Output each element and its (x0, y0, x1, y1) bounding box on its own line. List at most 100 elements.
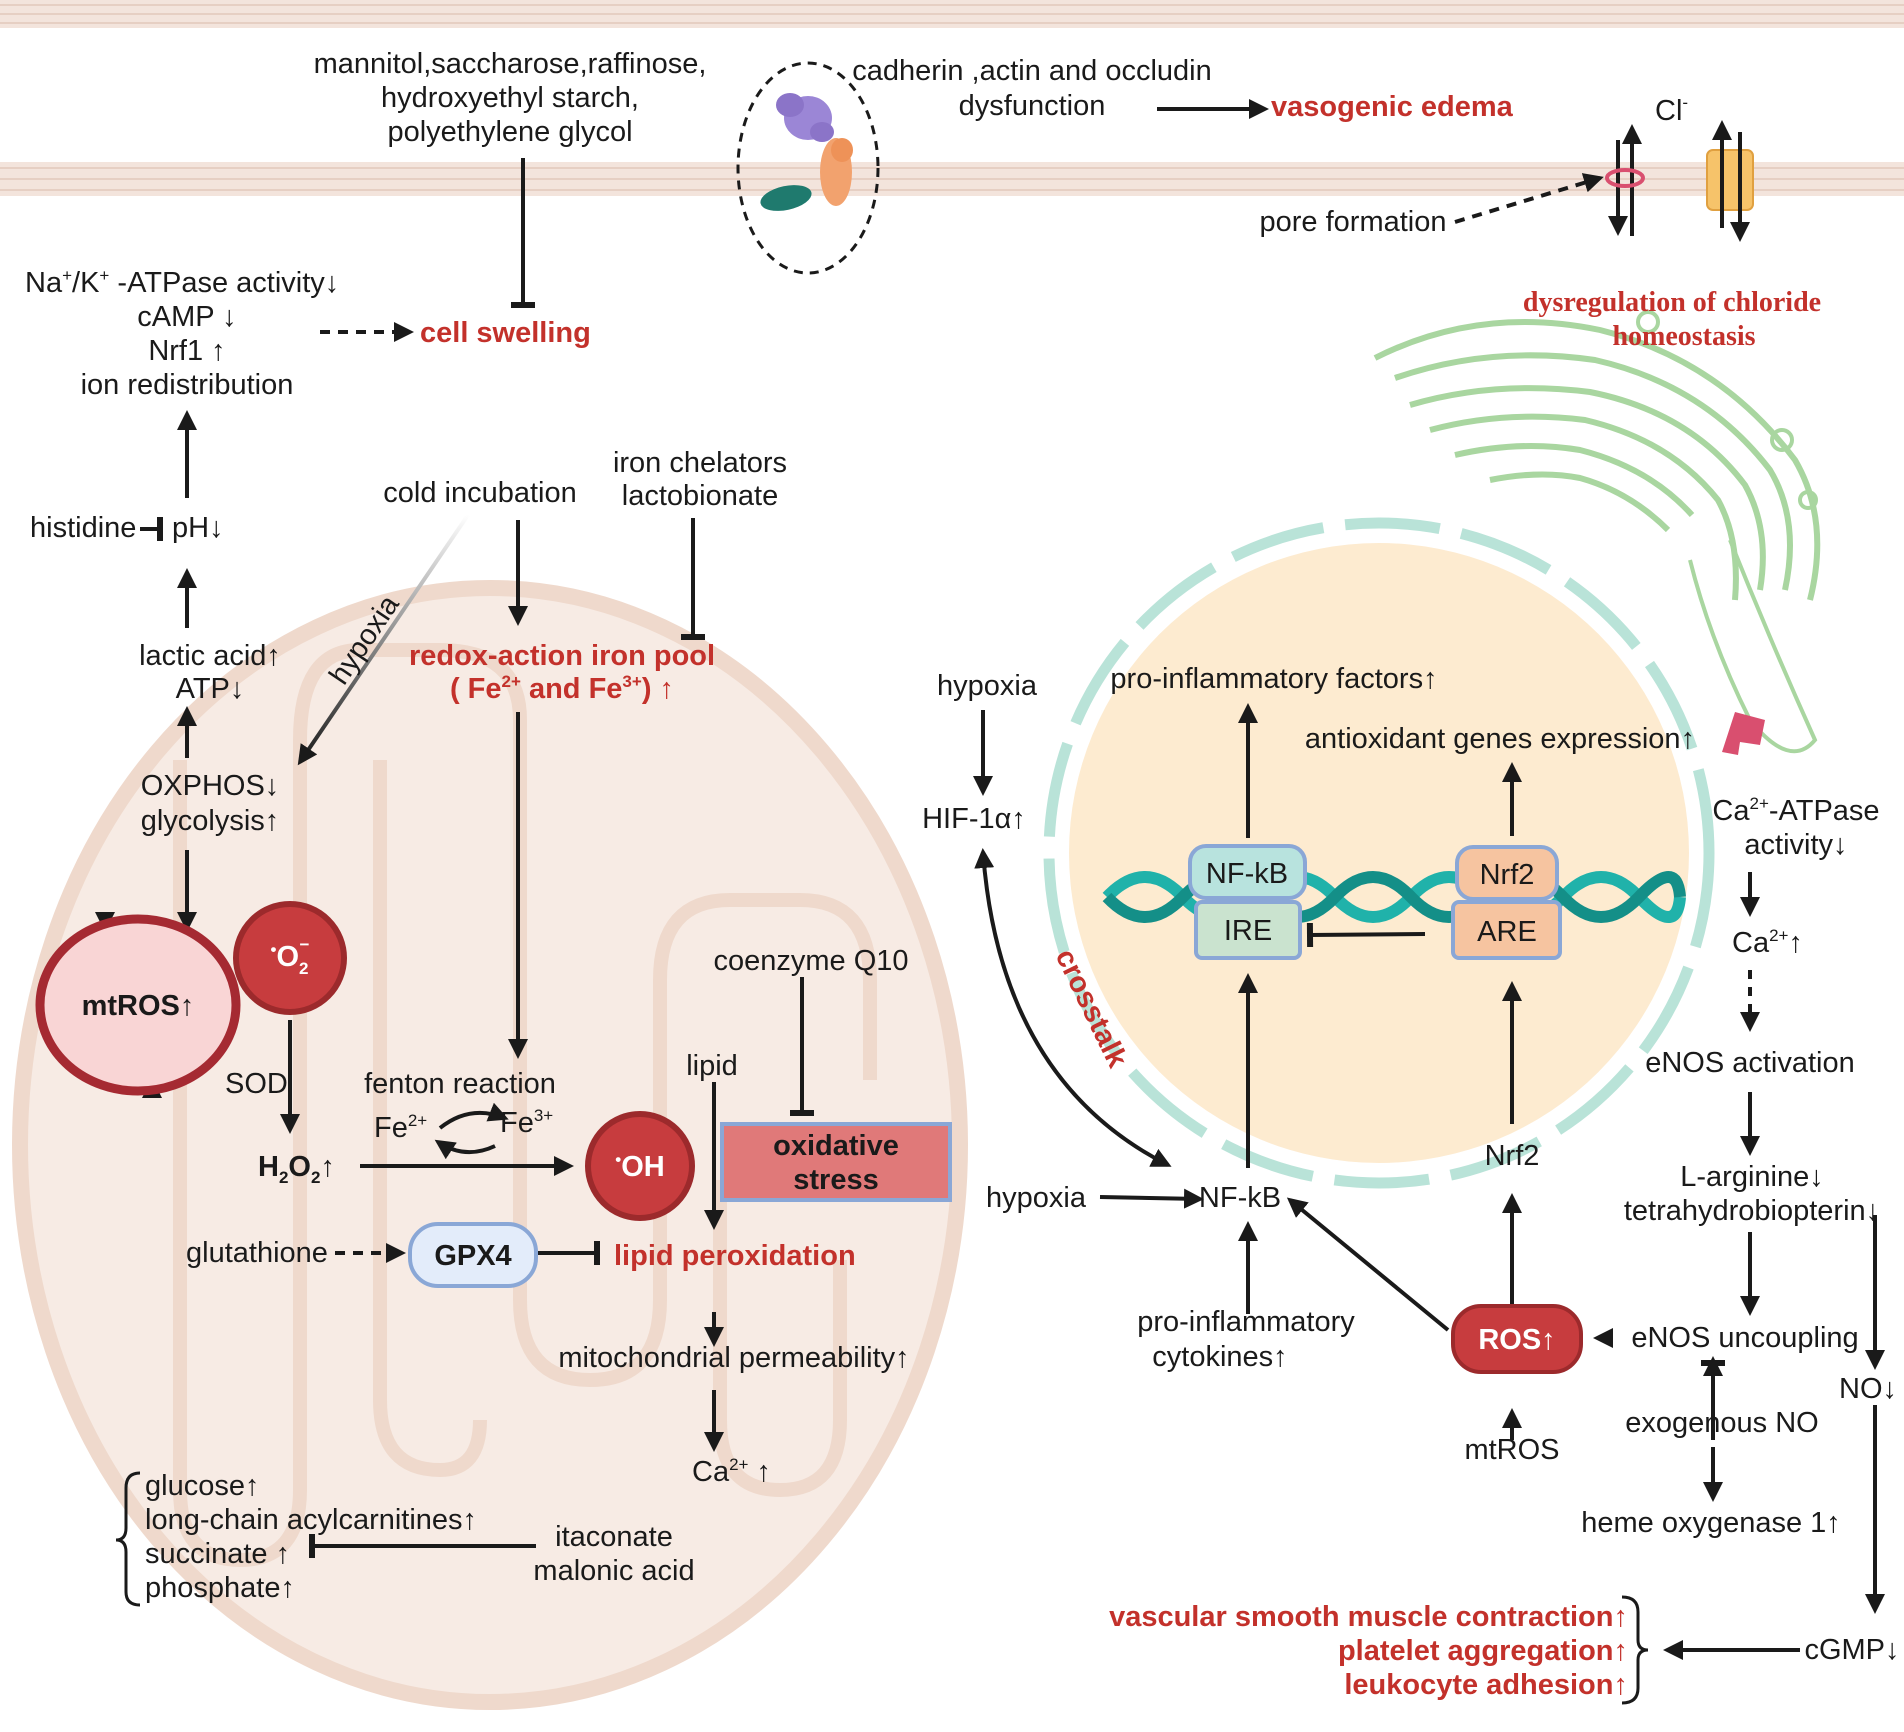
are-box-label: ARE (1477, 916, 1537, 948)
calcium-right-base: Ca (1732, 927, 1770, 959)
oxidative-stress-line-1: oxidative (773, 1130, 899, 1162)
atpase-k-charge: + (99, 266, 109, 285)
h2o2-sub1: 2 (279, 1168, 288, 1187)
camp-label: cAMP ↓ (137, 301, 236, 333)
iron-forms-fe3-charge: 3+ (622, 672, 641, 691)
ca-atpase-base: Ca (1712, 795, 1750, 827)
ph-label: pH↓ (172, 512, 224, 544)
fe2-label: Fe2+ (374, 1111, 427, 1144)
heme-oxygenase-label: heme oxygenase 1↑ (1581, 1507, 1841, 1539)
nfkb-label: NF-kB (1199, 1182, 1281, 1214)
lipid-peroxidation-label: lipid peroxidation (614, 1240, 856, 1272)
junction-proteins-region (736, 61, 880, 275)
h2o2-o: O (288, 1151, 311, 1183)
iron-forms-close: ) ↑ (642, 673, 674, 705)
enos-activation-label: eNOS activation (1645, 1047, 1855, 1079)
junction-dysfunction-line-1: cadherin ,actin and occludin (852, 55, 1212, 87)
oxphos-label: OXPHOS↓ (141, 770, 280, 802)
chloride-ion-label: Cl- (1655, 93, 1688, 127)
histidine-label: histidine (30, 512, 136, 544)
occludin-protein-icon (760, 185, 812, 211)
glutathione-label: glutathione (186, 1237, 328, 1269)
ca-atpase-activity-label: activity↓ (1744, 829, 1847, 861)
hypoxia-top-label: hypoxia (937, 670, 1038, 702)
outcome-vascular-contraction: vascular smooth muscle contraction↑ (1109, 1601, 1628, 1633)
ca-atpase-charge: 2+ (1750, 794, 1769, 813)
ion-redistribution-label: ion redistribution (81, 369, 294, 401)
metabolite-glucose: glucose↑ (145, 1470, 259, 1502)
superoxide-sub: 2 (299, 959, 308, 978)
h2o2-sub2: 2 (311, 1168, 320, 1187)
superoxide-o: O (276, 941, 299, 973)
nrf2-box-label: Nrf2 (1480, 859, 1535, 891)
calcium-left-arrow: ↑ (748, 1456, 771, 1488)
chloride-dysregulation-line-2: homeostasis (1612, 321, 1755, 352)
ire-box-label: IRE (1224, 915, 1272, 947)
fenton-reaction-label: fenton reaction (364, 1068, 556, 1100)
fe3-charge: 3+ (534, 1106, 553, 1125)
ros-node: ROS↑ (1451, 1304, 1583, 1374)
fe3-label: Fe3+ (500, 1106, 553, 1139)
gpx4-label: GPX4 (434, 1240, 511, 1272)
lactic-acid-label: lactic acid↑ (139, 640, 281, 672)
mitochondrial-permeability-label: mitochondrial permeability↑ (558, 1342, 909, 1374)
osmotic-agents-line-2: hydroxyethyl starch, (381, 82, 639, 114)
oxidative-stress-line-2: stress (793, 1164, 878, 1196)
fe3-base: Fe (500, 1107, 534, 1139)
chloride-ion-charge: - (1682, 93, 1688, 112)
l-arginine-label: L-arginine↓ (1680, 1161, 1823, 1193)
chloride-ion-base: Cl (1655, 95, 1682, 127)
mtros-right-label: mtROS (1464, 1434, 1559, 1466)
nrf1-label: Nrf1 ↑ (148, 335, 225, 367)
metabolite-acylcarnitines: long-chain acylcarnitines↑ (145, 1504, 477, 1536)
atpase-k: /K (72, 267, 100, 299)
no-label: NO↓ (1839, 1373, 1897, 1405)
exogenous-no-label: exogenous NO (1625, 1407, 1818, 1439)
chloride-channel-icon (1706, 120, 1754, 242)
iron-forms-open: ( Fe (450, 673, 502, 705)
nfkb-box-label: NF-kB (1206, 858, 1288, 890)
iron-forms-label: ( Fe2+ and Fe3+) ↑ (450, 672, 674, 705)
hydroxyl-dot: • (615, 1150, 621, 1169)
cadherin-protein-icon (776, 93, 834, 142)
er-calcium-pump-icon (1722, 712, 1765, 755)
hydroxyl-radical-label: •OH (615, 1150, 664, 1183)
calcium-left-charge: 2+ (729, 1455, 748, 1474)
junction-dysfunction-line-2: dysfunction (959, 90, 1106, 122)
connector-arrows (95, 99, 1885, 1705)
mitochondrion (12, 580, 968, 1710)
iron-forms-mid: and Fe (521, 673, 623, 705)
calcium-right-label: Ca2+↑ (1732, 926, 1803, 959)
metabolite-succinate: succinate ↑ (145, 1538, 290, 1570)
vasogenic-edema-label: vasogenic edema (1271, 91, 1514, 123)
calcium-right-charge: 2+ (1769, 926, 1788, 945)
ros-label: ROS↑ (1478, 1324, 1555, 1356)
osmotic-agents-line-3: polyethylene glycol (387, 116, 632, 148)
h2o2-h: H (258, 1151, 279, 1183)
fe2-base: Fe (374, 1112, 408, 1144)
atpase-na: Na (25, 267, 63, 299)
atpase-text: -ATPase activity (109, 267, 325, 299)
hydroxyl-radical-node: •OH (585, 1111, 695, 1221)
ca-atpase-label: Ca2+-ATPase (1712, 794, 1879, 827)
nfkb-ire-complex: NF-kB IRE (1188, 844, 1307, 960)
chloride-dysregulation-line-1: dysregulation of chloride (1523, 287, 1821, 318)
nrf2-are-complex: Nrf2 ARE (1451, 845, 1562, 960)
hif-label: HIF-1α↑ (922, 803, 1026, 835)
osmotic-agents-line-1: mannitol,saccharose,raffinose, (314, 48, 707, 80)
metabolite-phosphate: phosphate↑ (145, 1572, 295, 1604)
atpase-na-charge: + (62, 266, 72, 285)
oxidative-stress-node: oxidative stress (720, 1122, 952, 1202)
atpase-arrow: ↓ (325, 267, 340, 299)
pore-formation-label: pore formation (1260, 206, 1447, 238)
gpx4-node: GPX4 (408, 1222, 538, 1288)
cytokines-line-1: pro-inflammatory (1137, 1306, 1355, 1338)
ca-atpase-text: -ATPase (1769, 795, 1880, 827)
iron-chelators-line-2: lactobionate (622, 480, 778, 512)
calcium-right-arrow: ↑ (1788, 927, 1803, 959)
superoxide-sup: − (300, 935, 310, 954)
outcome-leukocyte-adhesion: leukocyte adhesion↑ (1344, 1669, 1628, 1701)
outcome-platelet-aggregation: platelet aggregation↑ (1338, 1635, 1628, 1667)
